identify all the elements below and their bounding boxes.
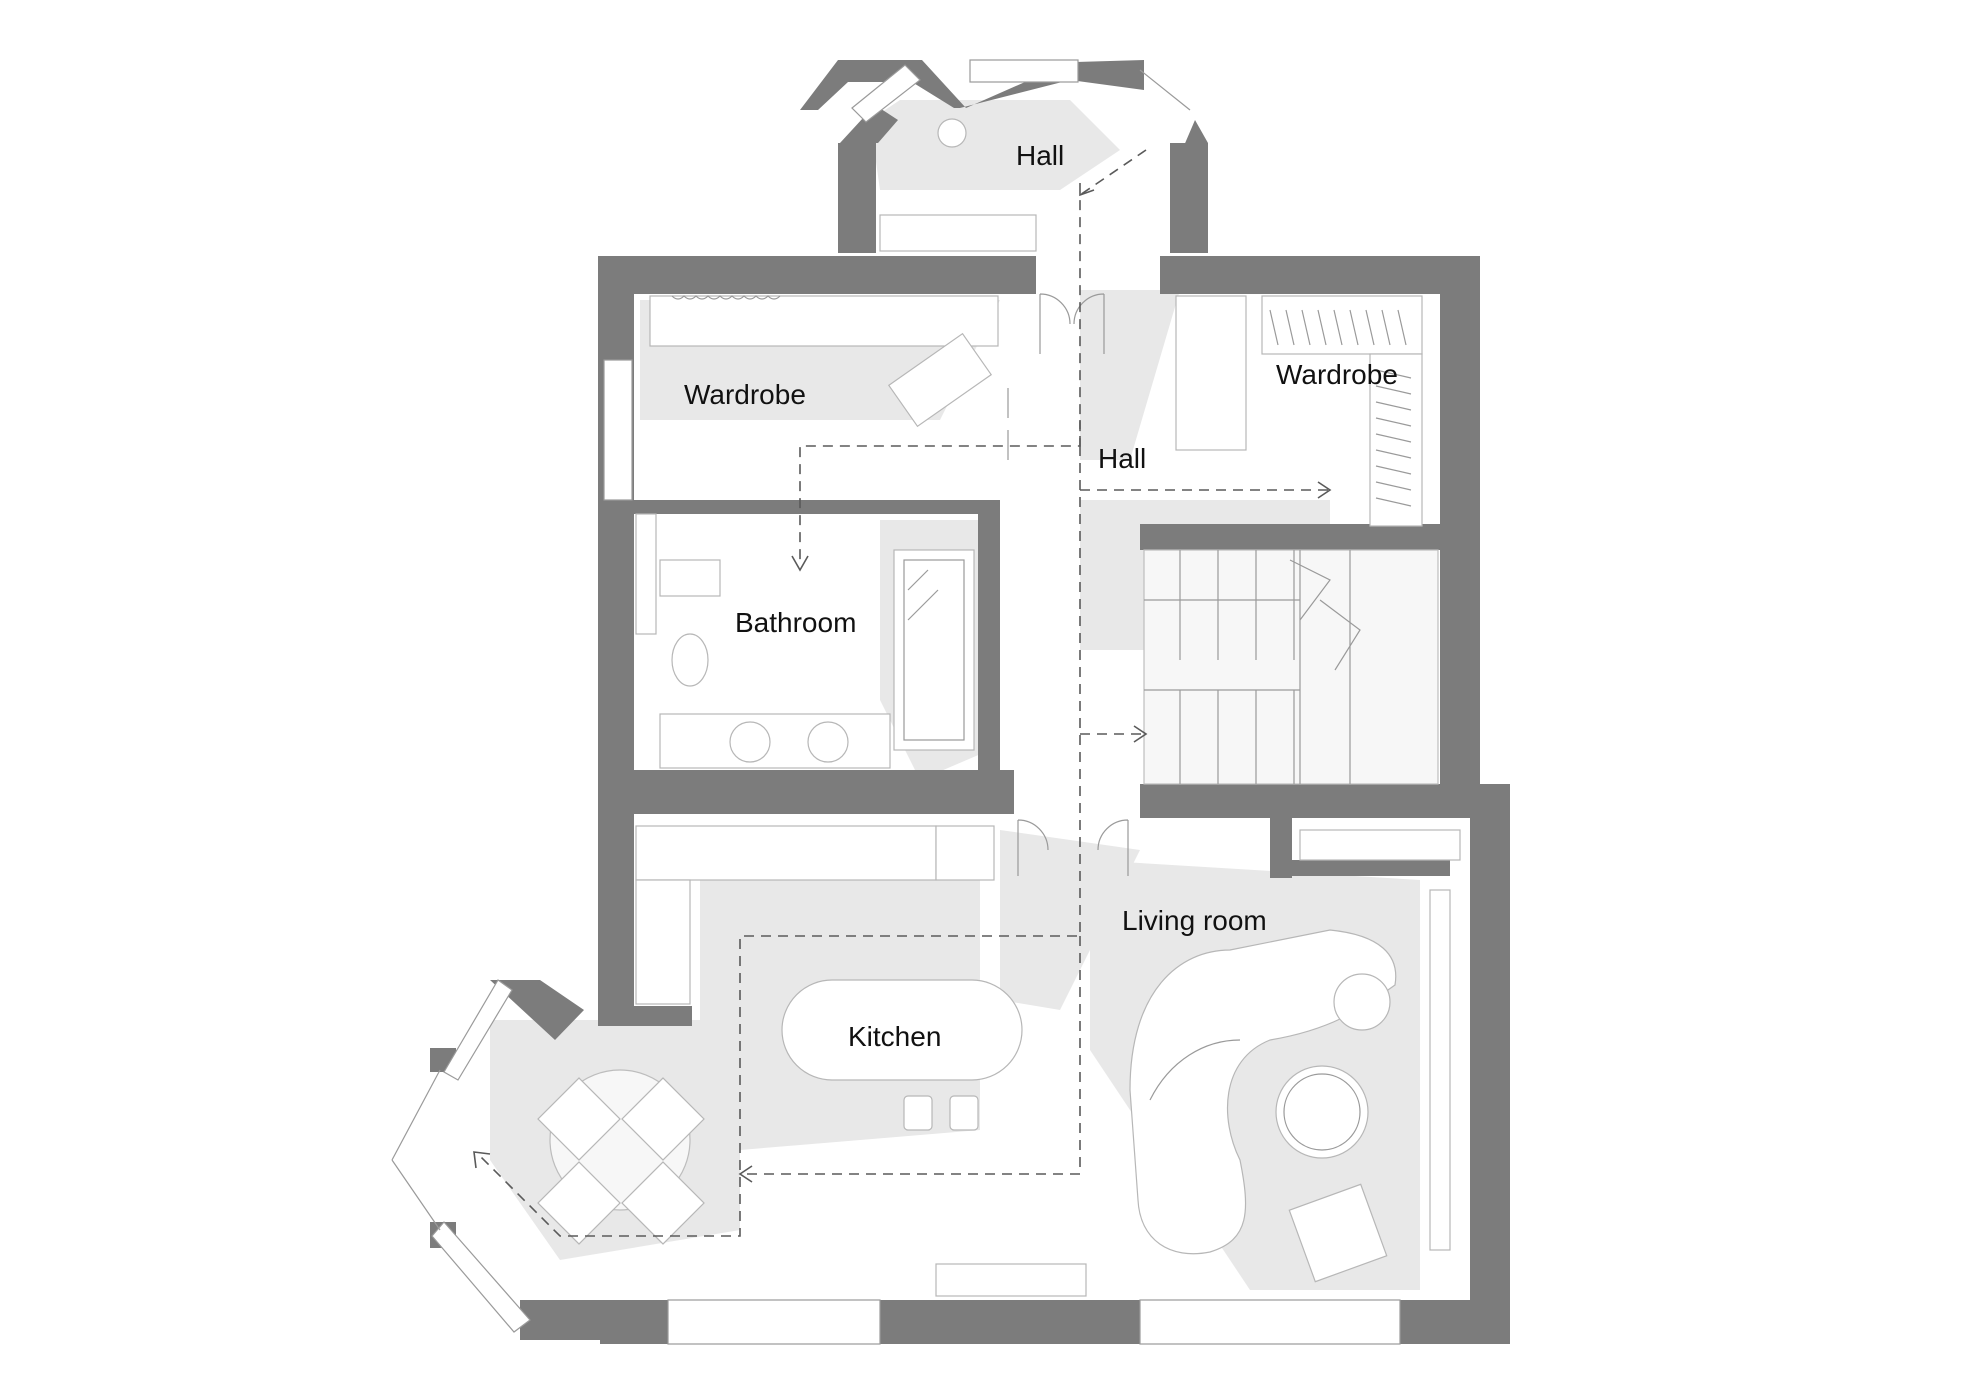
windows [431, 59, 1401, 1345]
room-label-wardrobe-right: Wardrobe [1276, 359, 1398, 390]
room-label-hall-entrance: Hall [1016, 140, 1064, 171]
room-label-kitchen: Kitchen [848, 1021, 941, 1052]
stair-treads [1144, 550, 1361, 784]
room-label-wardrobe-left: Wardrobe [684, 379, 806, 410]
room-label-bathroom: Bathroom [735, 607, 856, 638]
room-label-living-room: Living room [1122, 905, 1267, 936]
furniture [537, 118, 1461, 1297]
door-swings [391, 69, 1191, 1231]
hangers-top [1269, 309, 1412, 507]
room-label-hall-inner: Hall [1098, 443, 1146, 474]
circulation-paths [473, 149, 1332, 1237]
room-labels: Hall Wardrobe Wardrobe Hall Bathroom Liv… [684, 140, 1398, 1052]
